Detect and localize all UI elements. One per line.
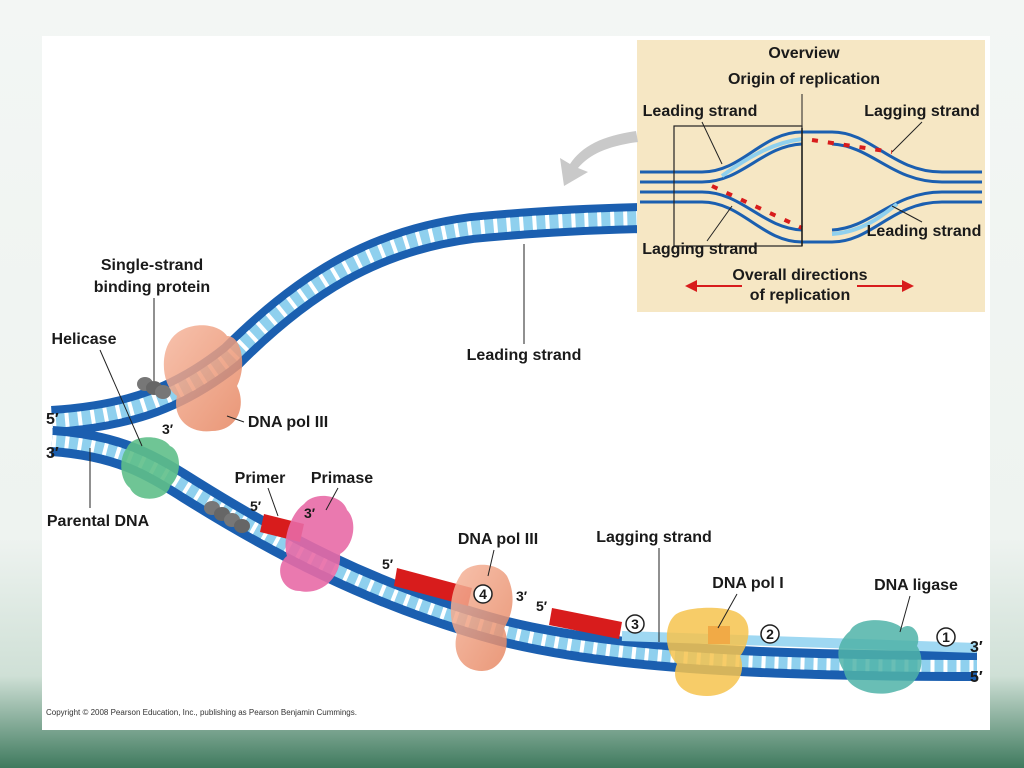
directions-line2: of replication (750, 287, 850, 304)
ssb-label-line1: Single-strand (101, 257, 203, 274)
five-prime-left: 5′ (46, 411, 59, 428)
lagging-strand-bottom-label: Lagging strand (642, 241, 758, 258)
step-2: 2 (766, 626, 774, 642)
dna-pol-iii-mid-label: DNA pol III (458, 531, 538, 548)
step-1: 1 (942, 629, 950, 645)
dna-replication-diagram: 1 2 3 4 Overview Or (46, 40, 985, 696)
overview-inset: Overview Origin of replication Leading s… (560, 40, 985, 312)
right-3-prime: 3′ (970, 639, 983, 656)
right-5-prime: 5′ (970, 669, 983, 686)
primer-3-prime: 3′ (304, 505, 316, 521)
diagram-panel: 1 2 3 4 Overview Or (42, 36, 990, 730)
ssb-label-line2: binding protein (94, 279, 210, 296)
lagging-strand-label: Lagging strand (596, 529, 712, 546)
leading-strand-label: Leading strand (467, 347, 582, 364)
directions-line1: Overall directions (732, 267, 867, 284)
step-3: 3 (631, 616, 639, 632)
primer-label: Primer (235, 470, 286, 487)
ssb-protein-bottom (204, 501, 250, 533)
origin-label: Origin of replication (728, 71, 880, 88)
dna-pol-i-protein (666, 607, 749, 696)
lagging-arm (50, 426, 978, 681)
primase-label: Primase (311, 470, 373, 487)
leading-strand-top-label: Leading strand (643, 103, 758, 120)
mid-5-prime: 5′ (536, 598, 548, 614)
leading-strand-bottom-label: Leading strand (867, 223, 982, 240)
ssb-protein-top (137, 377, 171, 399)
helicase-label: Helicase (52, 331, 117, 348)
dna-pol-iii-top-label: DNA pol III (248, 414, 328, 431)
primer-5-prime: 5′ (250, 498, 262, 514)
dna-pol-iii-mid (450, 564, 513, 671)
three-prime-left: 3′ (46, 445, 59, 462)
parental-dna-label: Parental DNA (47, 513, 150, 530)
dna-ligase-label: DNA ligase (874, 577, 958, 594)
okazaki-5-prime: 5′ (382, 556, 394, 572)
mid-3-prime: 3′ (516, 588, 528, 604)
dna-ligase-protein (838, 620, 922, 694)
overview-title: Overview (768, 45, 840, 62)
step-4: 4 (479, 586, 487, 602)
leading-arm (51, 203, 643, 436)
main-labels: Single-strand binding protein Helicase L… (46, 244, 983, 686)
primase-protein (280, 495, 354, 592)
dna-pol-iii-top (163, 325, 243, 432)
step-markers: 1 2 3 4 (473, 584, 956, 647)
helicase-protein (121, 437, 179, 499)
dna-pol-i-label: DNA pol I (712, 575, 783, 592)
three-prime-fork: 3′ (162, 421, 174, 437)
copyright-text: Copyright © 2008 Pearson Education, Inc.… (46, 708, 357, 717)
lagging-strand-top-label: Lagging strand (864, 103, 980, 120)
